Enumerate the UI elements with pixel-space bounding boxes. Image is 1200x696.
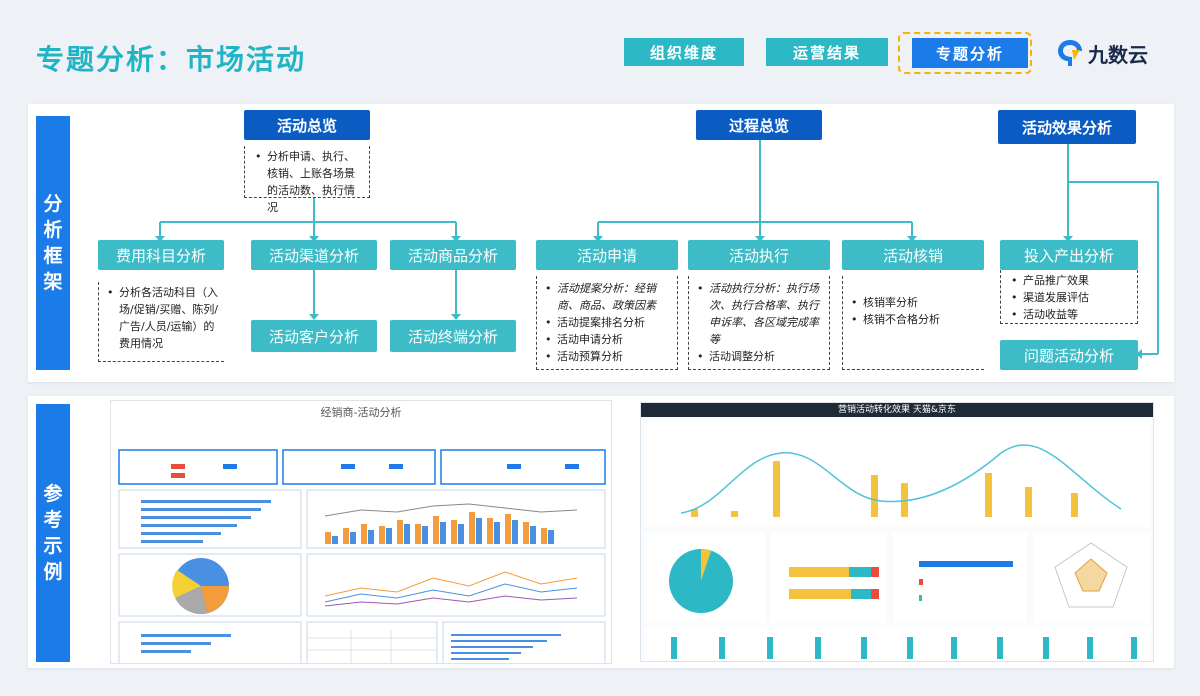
apply-note-item: 活动提案分析：经销商、商品、政策因素: [543, 280, 673, 314]
overview-note: 分析申请、执行、核销、上账各场景的活动数、执行情况: [244, 146, 370, 214]
active-tab-highlight: [898, 32, 1032, 74]
framework-side-label: 分 析 框 架: [36, 116, 70, 370]
verify-note-item: 核销不合格分析: [849, 311, 980, 328]
apply-box[interactable]: 活动申请: [536, 240, 678, 270]
problem-activity-box[interactable]: 问题活动分析: [1000, 340, 1138, 370]
tab-topic-analysis[interactable]: 专题分析: [912, 38, 1028, 68]
verify-box[interactable]: 活动核销: [842, 240, 984, 270]
product-box[interactable]: 活动商品分析: [390, 240, 516, 270]
channel-box[interactable]: 活动渠道分析: [251, 240, 377, 270]
cost-subject-box[interactable]: 费用科目分析: [98, 240, 224, 270]
apply-note-item: 活动提案排名分析: [543, 314, 673, 331]
input-output-note-item: 产品推广效果: [1009, 272, 1133, 289]
logo-text: 九数云: [1088, 42, 1148, 67]
cost-note-item: 分析各活动科目（入场/促销/买赠、陈列/广告/人员/运输）的费用情况: [105, 284, 220, 352]
effect-box[interactable]: 活动效果分析: [998, 110, 1136, 144]
overview-note-item: 分析申请、执行、核销、上账各场景的活动数、执行情况: [253, 148, 365, 216]
overview-box[interactable]: 活动总览: [244, 110, 370, 140]
input-output-note-item: 活动收益等: [1009, 306, 1133, 323]
execute-note-item: 活动调整分析: [695, 348, 825, 365]
cost-note: 分析各活动科目（入场/促销/买赠、陈列/广告/人员/运输）的费用情况: [98, 282, 224, 362]
verify-note: 核销率分析 核销不合格分析: [842, 276, 984, 370]
apply-note-item: 活动预算分析: [543, 348, 673, 365]
logo-icon: [1058, 40, 1082, 66]
tab-org-dimension[interactable]: 组织维度: [624, 38, 744, 66]
process-box[interactable]: 过程总览: [696, 110, 822, 140]
left-dashboard-title: 经销商-活动分析: [320, 406, 402, 419]
logo: 九数云: [1056, 38, 1148, 68]
left-dashboard-graphic: [118, 449, 606, 663]
apply-note-item: 活动申请分析: [543, 331, 673, 348]
verify-note-item: 核销率分析: [849, 294, 980, 311]
input-output-note-item: 渠道发展评估: [1009, 289, 1133, 306]
reference-dashboard-left[interactable]: 经销商-活动分析: [110, 400, 612, 664]
execute-note-item: 活动执行分析：执行场次、执行合格率、执行申诉率、各区域完成率等: [695, 280, 825, 348]
reference-side-label: 参 考 示 例: [36, 404, 70, 662]
tab-operation-result[interactable]: 运营结果: [766, 38, 888, 66]
right-dashboard-graphic: [645, 421, 1151, 661]
input-output-note: 产品推广效果 渠道发展评估 活动收益等: [1000, 270, 1138, 324]
page-title: 专题分析：市场活动: [36, 43, 307, 76]
execute-box[interactable]: 活动执行: [688, 240, 830, 270]
right-dashboard-title: 营销活动转化效果 天猫&京东: [641, 403, 1153, 417]
customer-box[interactable]: 活动客户分析: [251, 320, 377, 352]
reference-dashboard-right[interactable]: 营销活动转化效果 天猫&京东: [640, 402, 1154, 662]
terminal-box[interactable]: 活动终端分析: [390, 320, 516, 352]
apply-note: 活动提案分析：经销商、商品、政策因素 活动提案排名分析 活动申请分析 活动预算分…: [536, 276, 678, 370]
execute-note: 活动执行分析：执行场次、执行合格率、执行申诉率、各区域完成率等 活动调整分析: [688, 276, 830, 370]
input-output-box[interactable]: 投入产出分析: [1000, 240, 1138, 270]
